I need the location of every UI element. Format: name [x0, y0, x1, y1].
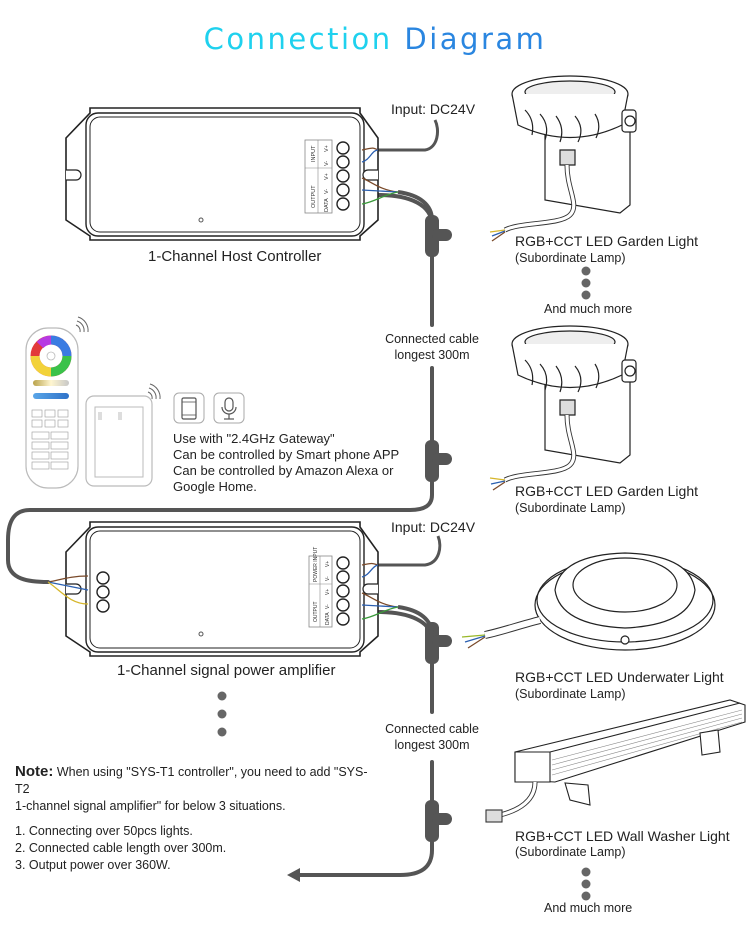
host-pin-label: V+ — [324, 145, 330, 152]
host-output-group-label: OUTPUT — [311, 185, 317, 208]
wireless-signal-icon — [147, 383, 161, 400]
note-item: 2. Connected cable length over 300m. — [15, 841, 227, 855]
cable-label-line: Connected cable — [385, 722, 479, 736]
host-input-group-label: INPUT — [311, 145, 317, 162]
lamp-4-more: And much more — [544, 901, 633, 915]
arrow-head — [287, 868, 300, 882]
host-pin-label: V- — [324, 161, 330, 166]
garden-light-2-drawing — [503, 325, 637, 483]
lamp-1-name: RGB+CCT LED Garden Light — [515, 233, 698, 249]
lamp-3-name: RGB+CCT LED Underwater Light — [515, 669, 724, 685]
lamp-1-sub: (Subordinate Lamp) — [515, 251, 626, 265]
feature-line: Use with "2.4GHz Gateway" — [173, 431, 335, 446]
lamp-wires — [489, 229, 506, 242]
amp-pin-label: V+ — [325, 589, 331, 595]
lamp-4-sub: (Subordinate Lamp) — [515, 845, 626, 859]
note-text: When using "SYS-T1 controller", you need… — [15, 765, 368, 796]
host-pin-label: V+ — [324, 173, 330, 180]
title-part-connection: Connection — [203, 22, 393, 56]
feature-line: Can be controlled by Smart phone APP — [173, 447, 400, 462]
t-connector — [425, 215, 452, 842]
amp-pin-label: V- — [325, 604, 331, 609]
dc-input-cable-amplifier — [378, 535, 442, 567]
host-input-label: Input: DC24V — [391, 101, 476, 117]
smartphone-icon — [173, 392, 205, 424]
note-heading: Note: — [15, 763, 54, 780]
amplifier-input-label: Input: DC24V — [391, 519, 476, 535]
note-item: 3. Output power over 360W. — [15, 858, 171, 872]
lamp-wires — [489, 477, 506, 491]
cable-label-line: longest 300m — [394, 738, 470, 752]
amp-pin-label: DATA — [325, 612, 331, 625]
note-item: 1. Connecting over 50pcs lights. — [15, 824, 193, 838]
host-pin-label: DATA — [324, 198, 330, 212]
feature-line: Can be controlled by Amazon Alexa or — [173, 463, 394, 478]
lamp-4-name: RGB+CCT LED Wall Washer Light — [515, 828, 730, 844]
amp-input-group-label: POWER INPUT — [313, 547, 319, 582]
amp-pin-label: V- — [325, 576, 331, 581]
lamp-1-more: And much more — [544, 302, 633, 316]
note-block: Note: When using "SYS-T1 controller", yo… — [15, 763, 375, 874]
lamp-3-sub: (Subordinate Lamp) — [515, 687, 626, 701]
gateway-feature-list: Use with "2.4GHz Gateway" Can be control… — [173, 431, 399, 495]
remote-control-device — [25, 316, 89, 489]
wireless-signal-icon — [75, 316, 89, 333]
cable-length-label-2: Connected cable longest 300m — [372, 721, 492, 753]
note-text: 1-channel signal amplifier" for below 3 … — [15, 799, 286, 813]
underwater-light-drawing — [484, 552, 716, 651]
amp-pin-label: V+ — [325, 561, 331, 567]
lamp-wires — [461, 634, 486, 649]
continuation-dots — [217, 691, 227, 737]
lamp-continuation-dots — [581, 266, 591, 901]
cable-label-line: longest 300m — [394, 348, 470, 362]
diagram-title: Connection Diagram — [0, 22, 750, 56]
wall-panel-device — [85, 383, 161, 487]
host-controller-label: 1-Channel Host Controller — [148, 248, 322, 265]
title-part-diagram: Diagram — [404, 22, 547, 56]
lamp-2-sub: (Subordinate Lamp) — [515, 501, 626, 515]
feature-line: Google Home. — [173, 479, 257, 494]
dc-input-cable-host — [378, 119, 439, 152]
cable-label-line: Connected cable — [385, 332, 479, 346]
amplifier-label: 1-Channel signal power amplifier — [117, 662, 336, 679]
microphone-icon — [213, 392, 245, 424]
amplifier-device — [47, 521, 434, 657]
wall-washer-drawing — [485, 699, 746, 823]
host-pin-label: V- — [324, 189, 330, 194]
amp-output-group-label: OUTPUT — [313, 601, 319, 622]
lamp-2-name: RGB+CCT LED Garden Light — [515, 483, 698, 499]
host-controller-device — [65, 107, 434, 241]
cable-length-label-1: Connected cable longest 300m — [372, 331, 492, 363]
garden-light-1-drawing — [503, 75, 637, 233]
